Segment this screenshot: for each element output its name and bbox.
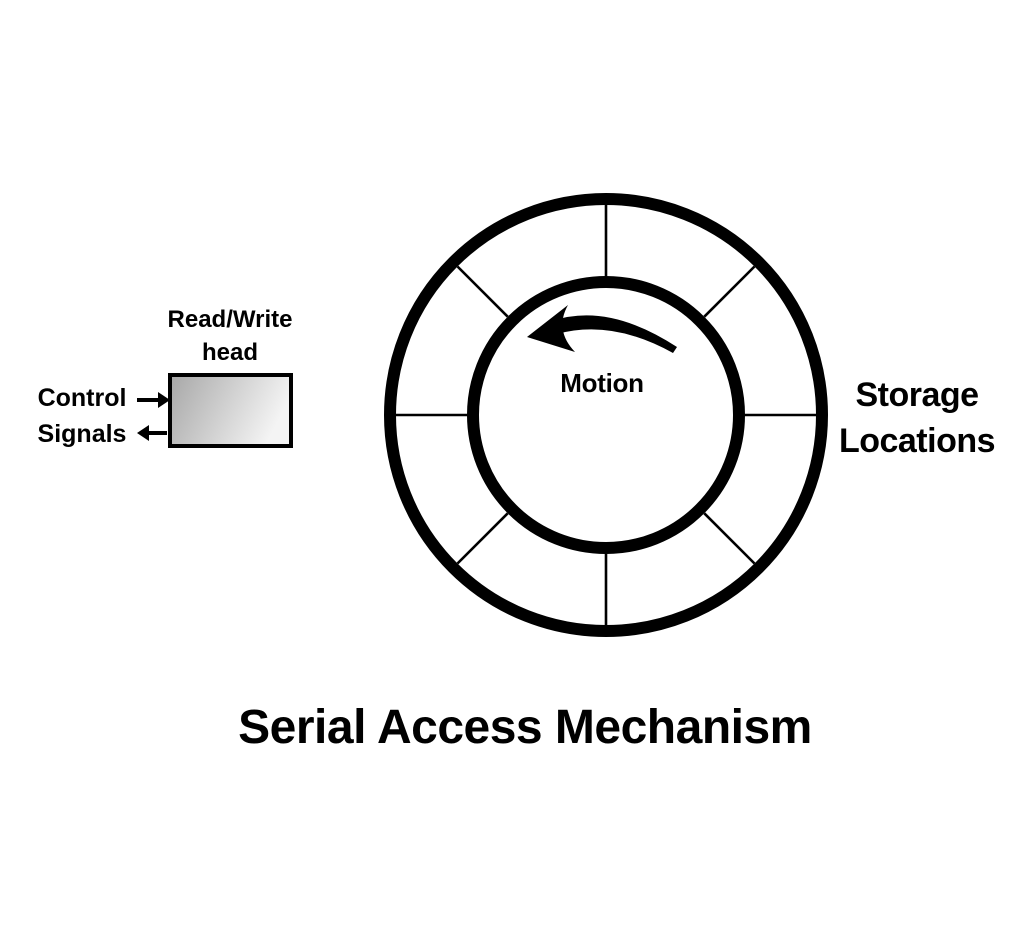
storage-wheel [384,193,828,637]
motion-label: Motion [560,368,644,398]
segment-divider [456,512,509,565]
segment-divider [703,512,756,565]
storage-locations-label-line2: Locations [838,422,996,460]
outer-ring-circle [384,193,828,637]
segment-divider [456,265,509,318]
read-write-head-box [168,373,293,448]
segment-dividers [396,205,816,625]
read-write-head [137,373,293,448]
signals-arrow-icon [137,425,167,441]
diagram-title: Serial Access Mechanism [238,701,812,754]
motion-arrow-head [527,305,575,352]
storage-locations-label: Storage Locations [817,372,1017,464]
control-arrow-icon [137,392,170,408]
inner-hub-circle [467,276,745,554]
motion-arrow-icon [527,305,677,353]
signals-arrow-tip [137,425,149,441]
segment-divider [703,265,756,318]
storage-locations-label-line1: Storage [855,376,979,414]
read-write-head-label-line1: Read/Write [167,306,293,333]
read-write-head-label-line2: head [201,339,258,366]
control-arrow-tip [158,392,170,408]
signals-label: Signals [37,420,127,448]
control-label: Control [37,384,127,412]
read-write-head-label: Read/Write head [160,303,300,369]
motion-arrow-tail [552,315,677,353]
